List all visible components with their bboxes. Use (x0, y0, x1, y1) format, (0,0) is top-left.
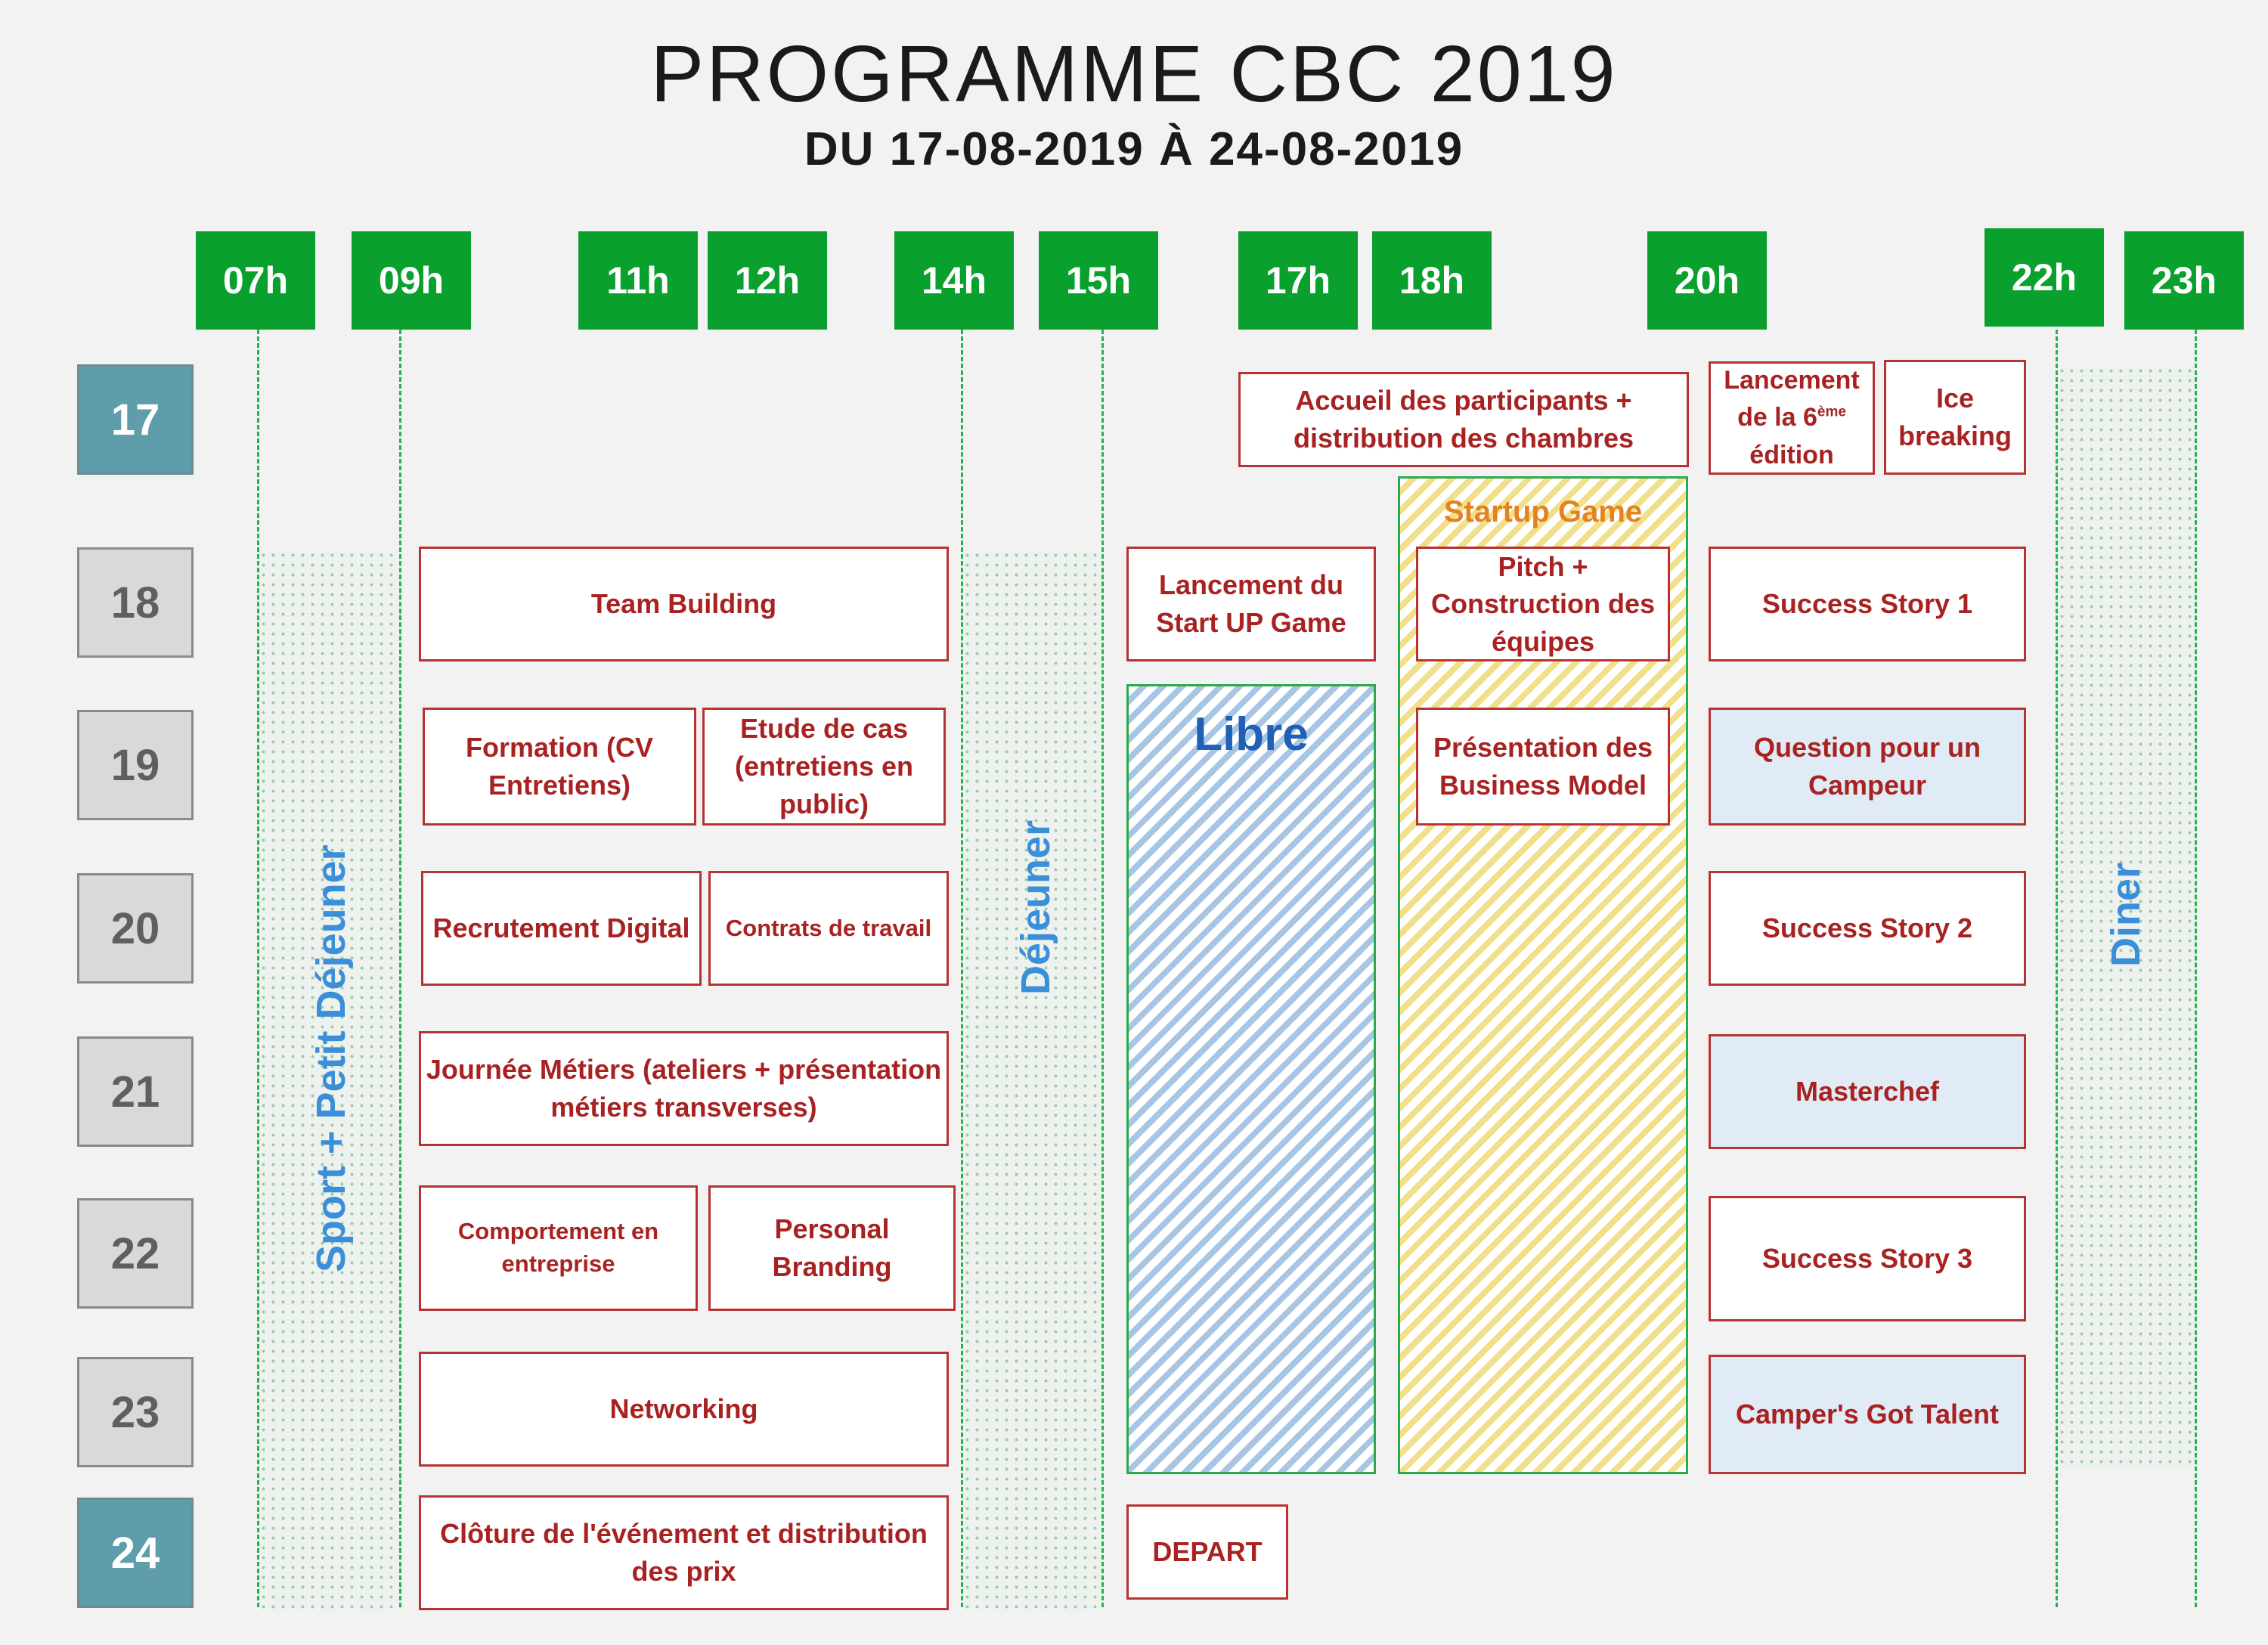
event-success-story-2: Success Story 2 (1709, 871, 2026, 986)
event-recrutement-digital: Recrutement Digital (421, 871, 702, 986)
day-label-24: 24 (77, 1498, 194, 1608)
hour-header-09h: 09h (352, 231, 471, 330)
event-accueil-participants: Accueil des participants + distribution … (1238, 372, 1689, 467)
event-pitch-text: Pitch + Construction des équipes (1430, 550, 1655, 657)
event-accueil-text: Accueil des participants + distribution … (1293, 385, 1634, 454)
event-contrats-text: Contrats de travail (725, 914, 932, 941)
hour-header-17h: 17h (1238, 231, 1358, 330)
event-depart: DEPART (1126, 1504, 1288, 1600)
event-journee-metiers-text: Journée Métiers (ateliers + présentation… (426, 1054, 942, 1123)
dejeuner-label: Déjeuner (1013, 819, 1058, 995)
event-lancement-startup-text: Lancement du Start UP Game (1156, 569, 1346, 638)
event-campers-talent-text: Camper's Got Talent (1736, 1399, 1999, 1430)
hour-header-22h: 22h (1984, 228, 2104, 327)
event-lancement-edition-post: édition (1749, 440, 1834, 469)
hour-header-18h: 18h (1372, 231, 1492, 330)
event-networking: Networking (419, 1352, 949, 1467)
hour-header-11h: 11h (578, 231, 698, 330)
hour-header-20h: 20h (1647, 231, 1767, 330)
event-recrutement-text: Recrutement Digital (432, 912, 690, 944)
day-label-18: 18 (77, 547, 194, 658)
event-success-story-3-text: Success Story 3 (1761, 1243, 1973, 1275)
event-presentation-bm-text: Présentation des Business Model (1433, 732, 1653, 801)
sport-petit-dejeuner-label: Sport + Petit Déjeuner (308, 844, 354, 1272)
event-ice-breaking-text: Ice breaking (1898, 383, 2012, 451)
diner-label: Diner (2103, 862, 2149, 968)
event-team-building: Team Building (419, 547, 949, 661)
event-personal-branding: Personal Branding (708, 1185, 956, 1311)
time-line-15h (1101, 330, 1104, 1607)
event-lancement-edition-sup: ème (1817, 404, 1846, 421)
time-line-23h (2195, 330, 2197, 1607)
day-label-19: 19 (77, 710, 194, 820)
event-ice-breaking: Ice breaking (1884, 360, 2026, 475)
event-success-story-1-text: Success Story 1 (1761, 588, 1973, 620)
event-pitch-construction: Pitch + Construction des équipes (1416, 547, 1670, 661)
event-comportement-entreprise: Comportement en entreprise (419, 1185, 698, 1311)
day-label-23: 23 (77, 1357, 194, 1467)
event-formation-text: Formation (CV Entretiens) (466, 732, 653, 801)
event-lancement-edition-text: Lancement de la 6ème édition (1715, 362, 1868, 474)
day-label-20: 20 (77, 873, 194, 984)
time-line-07h (257, 330, 259, 1607)
libre-label: Libre (1194, 708, 1309, 761)
event-depart-text: DEPART (1152, 1536, 1263, 1568)
event-comportement-text: Comportement en entreprise (457, 1218, 659, 1277)
event-cloture-text: Clôture de l'événement et distribution d… (440, 1518, 928, 1587)
hour-header-07h: 07h (196, 231, 315, 330)
event-journee-metiers: Journée Métiers (ateliers + présentation… (419, 1031, 949, 1146)
event-masterchef-text: Masterchef (1795, 1076, 1940, 1108)
hour-header-14h: 14h (894, 231, 1014, 330)
event-success-story-1: Success Story 1 (1709, 547, 2026, 661)
time-line-22h (2056, 330, 2058, 1607)
event-lancement-startup-game: Lancement du Start UP Game (1126, 547, 1376, 661)
event-masterchef: Masterchef (1709, 1034, 2026, 1149)
sport-block-zone (259, 550, 401, 1609)
time-line-14h (961, 330, 963, 1607)
day-label-21: 21 (77, 1036, 194, 1147)
event-team-building-text: Team Building (590, 588, 777, 620)
event-cloture: Clôture de l'événement et distribution d… (419, 1495, 949, 1610)
hour-header-12h: 12h (708, 231, 827, 330)
day-label-22: 22 (77, 1198, 194, 1309)
event-contrats-de-travail: Contrats de travail (708, 871, 949, 986)
startup-game-label: Startup Game (1443, 495, 1643, 528)
event-lancement-edition-pre: Lancement de la 6 (1724, 366, 1860, 432)
diner-block-zone (2057, 366, 2198, 1468)
event-success-story-2-text: Success Story 2 (1761, 912, 1973, 944)
event-lancement-6eme-edition: Lancement de la 6ème édition (1709, 361, 1875, 475)
libre-block: Libre (1126, 684, 1376, 1474)
event-etude-cas-text: Etude de cas (entretiens en public) (734, 713, 914, 819)
event-presentation-business-model: Présentation des Business Model (1416, 708, 1670, 826)
day-label-17: 17 (77, 364, 194, 475)
page-subtitle: DU 17-08-2019 À 24-08-2019 (804, 123, 1464, 175)
event-etude-de-cas: Etude de cas (entretiens en public) (702, 708, 946, 826)
page-title: PROGRAMME CBC 2019 (650, 29, 1618, 119)
event-formation: Formation (CV Entretiens) (423, 708, 696, 826)
event-question-campeur-text: Question pour un Campeur (1754, 732, 1981, 801)
event-question-pour-un-campeur: Question pour un Campeur (1709, 708, 2026, 826)
hour-header-23h: 23h (2124, 231, 2244, 330)
event-success-story-3: Success Story 3 (1709, 1196, 2026, 1321)
time-line-09h (399, 330, 401, 1607)
hour-header-15h: 15h (1039, 231, 1158, 330)
event-campers-got-talent: Camper's Got Talent (1709, 1355, 2026, 1474)
dejeuner-block-zone (962, 550, 1103, 1609)
event-networking-text: Networking (609, 1393, 758, 1425)
event-personal-branding-text: Personal Branding (772, 1213, 892, 1282)
